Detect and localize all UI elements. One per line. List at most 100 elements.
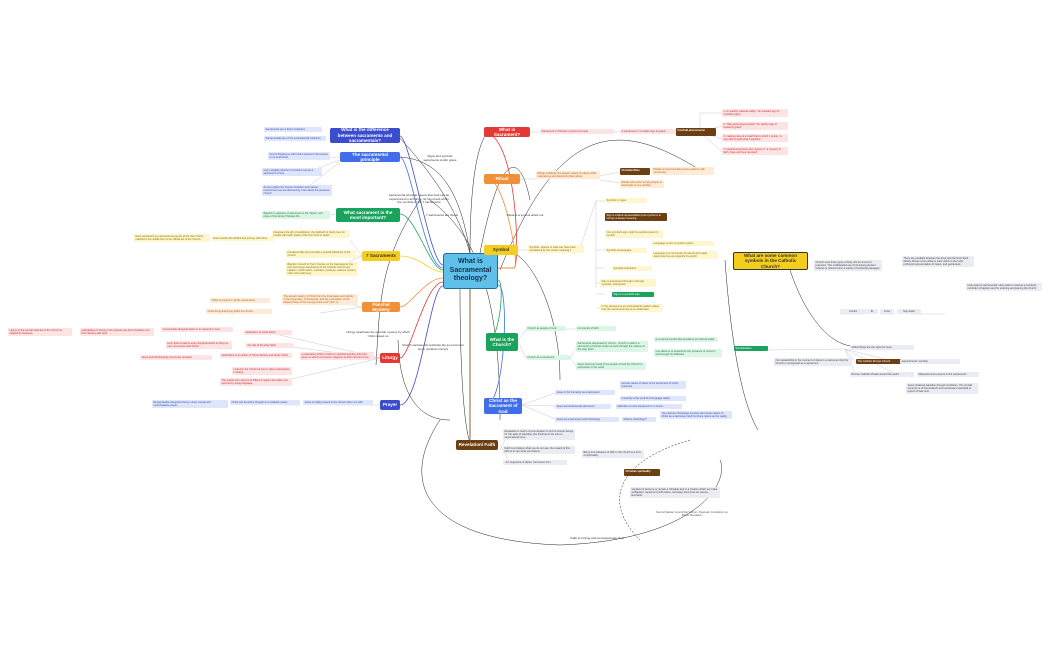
paschal-definition: The actual mystery of Christ from the In… (282, 294, 358, 306)
fourfold-phenomenon: Fourfold phenomenon (676, 128, 716, 136)
christian-spirituality: Christian spirituality (624, 469, 660, 476)
sacraments-bless: Each sustain the faithful and journey wi… (212, 236, 274, 242)
christian-rites-definition: Rituals of communicating some patterns w… (652, 167, 714, 176)
crucifix: crucifix (840, 309, 866, 315)
appointments: Appointments: worship (900, 359, 960, 365)
seven-point-1: Integrates the gift of celebration, the … (272, 230, 350, 239)
christology-definition: Two natures Christology involves the hum… (660, 411, 732, 420)
celebration-work: celebration of Gods action (244, 330, 292, 336)
symbols-language: Symbols as language (605, 248, 647, 254)
participating: participating in liturgy is the highest … (80, 328, 154, 337)
humanity-symbol: humanity is the symbol of language reali… (620, 396, 686, 402)
dove-parallels: There are parallels between the dove and… (902, 256, 974, 268)
sign-definition: Sign is a literal representation (one sy… (605, 213, 667, 222)
branch-prayer[interactable]: Prayer (380, 400, 400, 410)
jesus-worship: Jesus and worshipping community renewed (140, 355, 212, 361)
branch-liturgy[interactable]: Liturgy (380, 353, 400, 363)
prayer-recognisable: Recognisable categories being: vocal, me… (152, 400, 228, 409)
symbol-types: Symbols in types (605, 198, 647, 204)
christology: Jesus as a sacrament and christology (555, 417, 619, 423)
liturgy-worship: Communities liturgical action is to resp… (161, 327, 233, 333)
paschal-present: Christ is present in all the sacraments (210, 298, 270, 304)
faith-definition: Faith is to believe what you do not see;… (503, 446, 575, 455)
celebration-rule: celebration is an action of Triune Divin… (220, 353, 292, 359)
fourfold-point-2: 2. That points beyond itself: "An earthl… (722, 122, 788, 131)
sign-rational: Sign is interpreted through is through s… (600, 279, 656, 288)
seven-point-3: Baptism Council of Trent: Decree on the … (286, 262, 358, 277)
christian-rites: Christian Rites (620, 168, 650, 175)
church-sacrament: Church as a sacrament (526, 355, 570, 361)
measurements: Measurements percent to the sacraments (917, 372, 979, 378)
holy-spirit: Holy Spirit is said to every liturgical … (166, 341, 232, 350)
center-topic[interactable]: What is Sacramental theology? (443, 253, 498, 289)
ih-symbol: IH (866, 309, 878, 315)
christ-living: Christ living and dying within the churc… (206, 309, 272, 315)
holy-water: holy water (897, 309, 921, 315)
important-definition: Baptism is gateway of sacrament is the "… (262, 211, 330, 220)
symbol-interaction: Symbols interaction (612, 266, 652, 272)
difference-point-1: Sacraments are a divine institution (264, 127, 322, 133)
prayer-symbol: Christ can be active through at a ritual… (230, 400, 300, 406)
church-people: Church as people of God (526, 326, 566, 332)
paschal-work: the role of the Holy Spirit (246, 343, 294, 349)
church-sacrament-definition: Sacraments dispensed by church - church … (576, 341, 648, 353)
community-faith: community of faith (576, 326, 616, 332)
linked: Linked to the Christ but you're either p… (232, 367, 292, 376)
what-christology: What is christology? (622, 417, 656, 423)
branch-principle[interactable]: The sacramental principle (340, 152, 400, 162)
symbolisation-definition: Gifted things are the signs for ones (850, 345, 914, 351)
experience-jesus: Can allow us to experience the presence … (654, 349, 722, 358)
label-signs-symbols: Signs and symbols sacraments confer grac… (423, 155, 457, 162)
branch-seven-sacraments[interactable]: 7 Sacraments (362, 251, 400, 261)
sacrament-definition: Sacrament is Christian symbol and ritual (540, 129, 614, 135)
symbolisation: Symbolisation (734, 346, 768, 352)
branch-revelation[interactable]: Revelation/ Faith (456, 440, 498, 450)
prayer-definition: Jesus is really present in the church wh… (303, 400, 373, 406)
language-more: Language is a community of natural and m… (652, 251, 718, 260)
symbol-definition: Symbols, objects or what can have been c… (528, 245, 584, 254)
label-seven-rituals: 7 sacraments are rituals (425, 214, 458, 217)
church-oils: Church uses three types of Holy oils for… (814, 260, 882, 272)
branch-paschal[interactable]: Paschal Mystery (362, 302, 400, 312)
needs: The needs and customs of different regio… (220, 378, 292, 387)
fourfold-point-3: 3. making present in itself that to whic… (722, 134, 788, 143)
branch-difference[interactable]: What is the difference between sacrament… (330, 128, 400, 143)
branch-church[interactable]: What is the Church? (486, 333, 518, 351)
spirituality-definition: Vocation to become or remain a Christian… (630, 487, 720, 499)
label-liturgy-paschal: Liturgy celebrates the paschal mystery b… (346, 331, 410, 338)
principle-point-2: every tangible element of creation can b… (262, 168, 322, 177)
definition-sacrament: definition of most sacrament is in Jesus (616, 404, 682, 410)
branch-important[interactable]: What sacrament is the most important? (336, 208, 400, 222)
principle-point-3: As we explore the human condition and na… (262, 185, 332, 197)
augustine-quote: ~St. Augustine of Hippo, Sermones 43.1 (503, 460, 567, 466)
branch-ritual[interactable]: Ritual (484, 174, 520, 184)
being-followers: Being true followers of faith in the chu… (582, 450, 644, 459)
human-nature: Human nature of Jesus is the sacrament o… (620, 381, 686, 390)
difference-point-2: Sacramentals are of the ecclesiastical i… (264, 136, 326, 142)
fourfold-point-4: 4. transforming those who receive it: "a… (722, 147, 788, 156)
branch-symbol[interactable]: Symbol (484, 245, 518, 255)
label-faith-living: Faith is a living and compassionate God (570, 537, 624, 540)
holy-nature: Our stewardship in the moment of Jesus i… (774, 358, 852, 367)
fourfold-point-1: 1. An earthly material reality: "An outw… (722, 109, 788, 118)
catholic-faith: Roman Catholic Rituals around the world (850, 372, 914, 378)
seven-point-2: Fundamentally and primarily a special of… (286, 250, 356, 259)
label-sacramental-encounter: sacramental principle means that God can… (388, 194, 450, 205)
liturgy-central: Liturgy is the central ritual act of the… (8, 328, 72, 337)
ritual-identity: Rituals who occur to help people to feel… (620, 180, 664, 189)
branch-catholic-symbols[interactable]: What are some common symbols in the Cath… (733, 252, 808, 270)
branch-christ[interactable]: Christ as the Sacrament of God (484, 398, 522, 414)
revelation-definition: Revelation is God's communication to God… (503, 429, 575, 441)
ritual-definition: Rituals celebrate the deeper values of c… (536, 171, 600, 180)
vatican-dei-verbum: Second Vatican Council Dei Verbum: Dogma… (655, 511, 729, 518)
christ-humanity: Jesus in his humanity as a sacrament (555, 390, 615, 396)
christ-fundamental: Jesus as fundamental sacrament (555, 404, 611, 410)
holy-water-definition: Holy water is sacramental. Holy water is… (966, 283, 1042, 292)
catholic-church: The Catholic Roman Church (856, 359, 908, 365)
language-definition: Language is part of symbol system (652, 241, 714, 247)
external-symbol: an external symbol that proclaims an int… (654, 337, 718, 343)
jesus-crucifixion: Jesus obtained salvation through crucifi… (906, 383, 978, 395)
branch-sacrament[interactable]: What is Sacrament? (484, 127, 530, 137)
principle-point-1: God is drawing us with God's presence th… (268, 152, 330, 161)
